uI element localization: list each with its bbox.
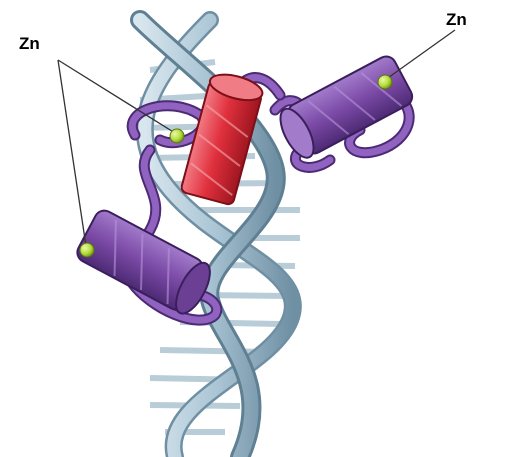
zinc-atom-right (378, 75, 392, 89)
zn-label-left: Zn (19, 35, 40, 52)
zinc-atom-center (170, 129, 184, 143)
zinc-atom-left (80, 243, 94, 257)
zn-label-right: Zn (446, 11, 467, 28)
